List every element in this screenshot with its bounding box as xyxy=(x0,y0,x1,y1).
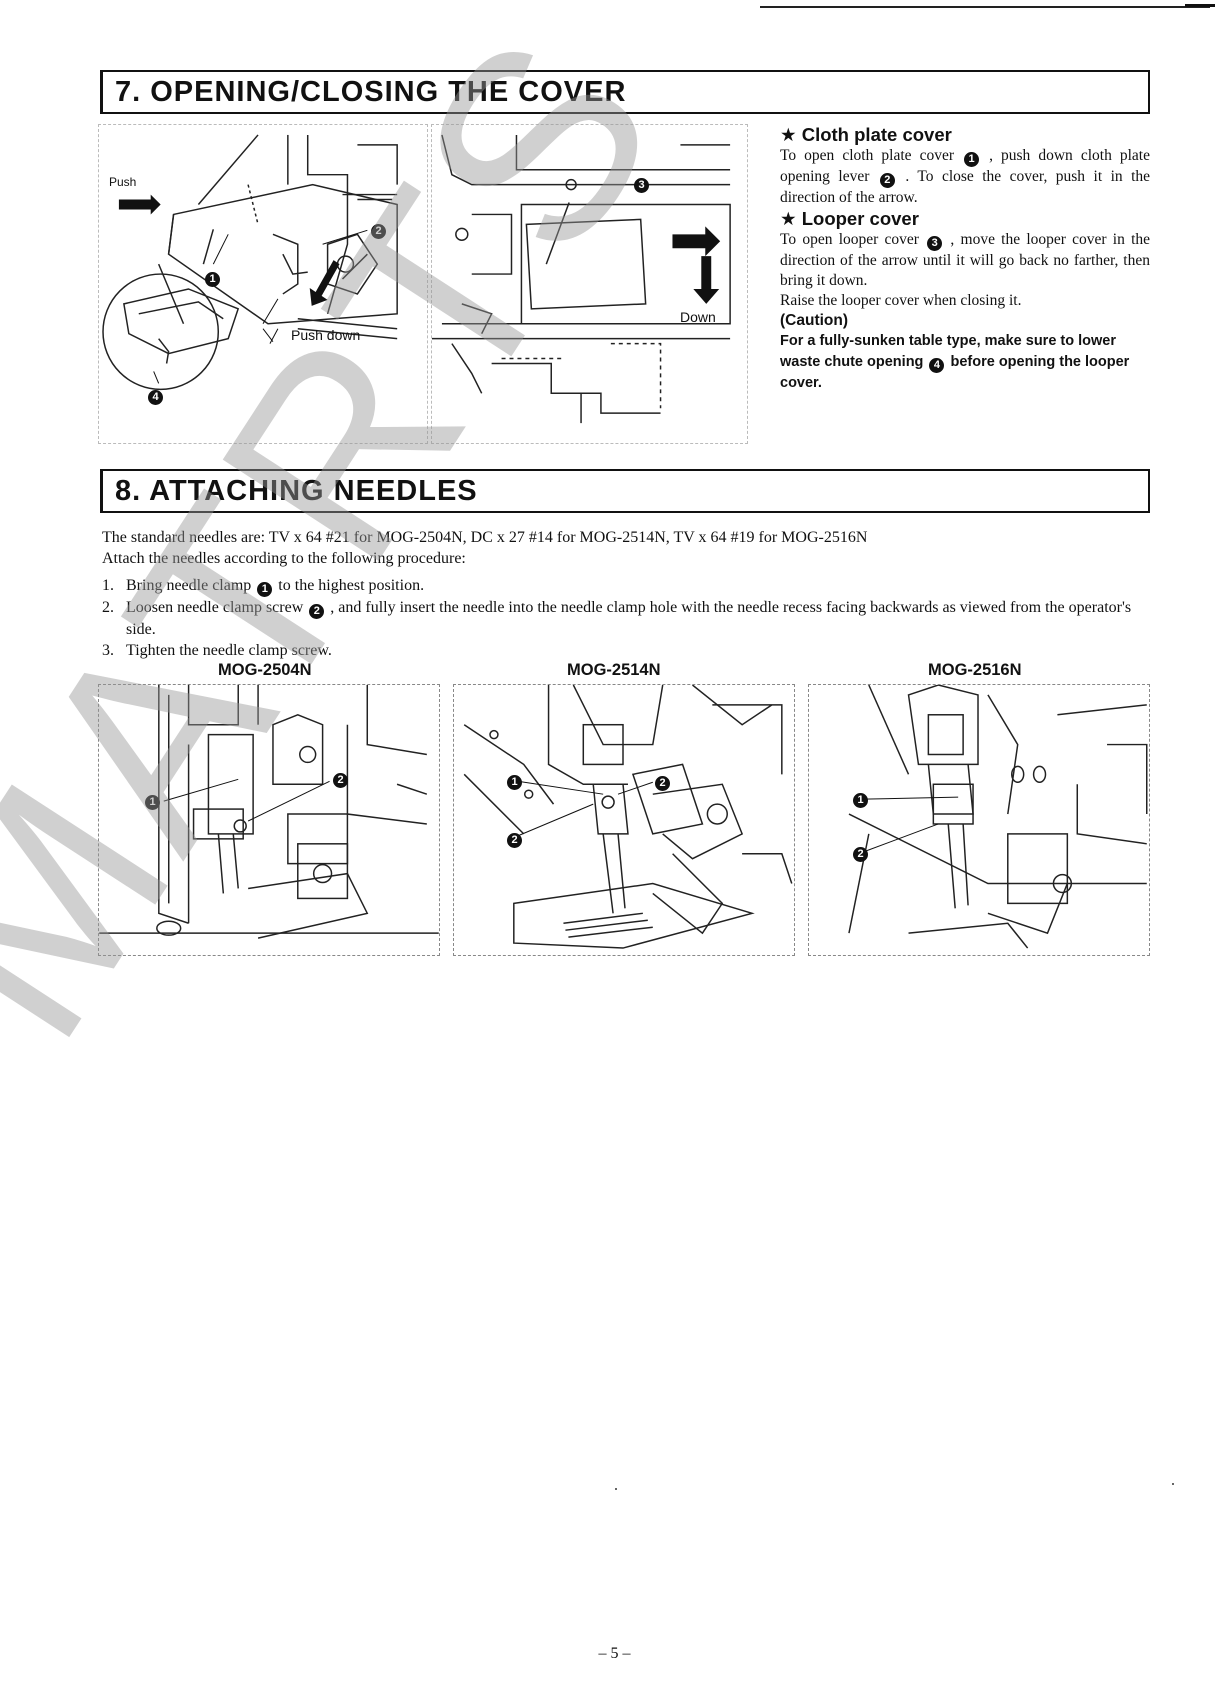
mog-2514n-figure: 1 2 2 xyxy=(453,684,795,956)
marker-2: 2 xyxy=(371,224,386,239)
mog-2504n-illustration xyxy=(99,685,439,939)
page-number: – 5 – xyxy=(598,1645,631,1662)
top-rule-mark xyxy=(1185,4,1215,7)
step-3: 3. Tighten the needle clamp screw. xyxy=(102,640,1152,661)
step-text: to the highest position. xyxy=(278,577,425,594)
marker-2: 2 xyxy=(507,833,522,848)
looper-text-1: To open looper cover xyxy=(780,231,919,248)
step-1: 1. Bring needle clamp 1 to the highest p… xyxy=(102,575,1152,597)
section-8-body: The standard needles are: TV x 64 #21 fo… xyxy=(102,527,1152,661)
mog-2514n-illustration xyxy=(463,685,793,949)
step-number: 2. xyxy=(102,599,114,616)
section-8-title: 8. ATTACHING NEEDLES xyxy=(115,475,478,507)
cloth-plate-text-2: , push down cloth plate opening lever xyxy=(780,147,1150,185)
push-label: Push xyxy=(109,175,137,189)
step-2: 2. Loosen needle clamp screw 2 , and ful… xyxy=(102,597,1152,640)
push-arrow-icon xyxy=(118,194,161,215)
scan-speck xyxy=(615,1488,617,1490)
model-label-2514n: MOG-2514N xyxy=(567,661,661,679)
marker-1: 1 xyxy=(853,793,868,808)
standard-needles-text: The standard needles are: TV x 64 #21 fo… xyxy=(102,529,868,546)
marker-2: 2 xyxy=(333,773,348,788)
push-down-label: Push down xyxy=(291,327,361,343)
push-down-arrow-icon xyxy=(309,260,340,306)
looper-text: To open looper cover 3 , move the looper… xyxy=(780,230,1150,291)
down-arrow-icon xyxy=(693,256,720,304)
section-8-header: 8. ATTACHING NEEDLES xyxy=(100,469,1150,513)
looper-close-text: Raise the looper cover when closing it. xyxy=(780,292,1022,309)
marker-2: 2 xyxy=(853,847,868,862)
looper-heading: ★ Looper cover xyxy=(780,208,919,229)
section-7-instructions: ★ Cloth plate cover To open cloth plate … xyxy=(780,124,1150,394)
caution-label: (Caution) xyxy=(780,312,849,329)
looper-cover-figure: Down 3 xyxy=(431,124,748,444)
caution-text: For a fully-sunken table type, make sure… xyxy=(780,331,1150,394)
down-label: Down xyxy=(680,309,716,325)
step-text: Bring needle clamp xyxy=(126,577,252,594)
mog-2516n-figure: 1 2 xyxy=(808,684,1150,956)
cloth-plate-text-3: . To close the cover, push it in the dir… xyxy=(780,168,1151,206)
marker-4: 4 xyxy=(929,358,945,373)
marker-3: 3 xyxy=(634,178,649,193)
cloth-plate-heading: ★ Cloth plate cover xyxy=(780,124,952,145)
step-text: Loosen needle clamp screw xyxy=(126,599,304,616)
marker-2: 2 xyxy=(655,776,670,791)
looper-text-2: , move the looper cover in the direction… xyxy=(780,231,1151,289)
top-rule xyxy=(760,6,1210,8)
section-7-header: 7. OPENING/CLOSING THE COVER xyxy=(100,70,1150,114)
step-number: 1. xyxy=(102,577,114,594)
step-text: Tighten the needle clamp screw. xyxy=(126,642,332,659)
section-7-title: 7. OPENING/CLOSING THE COVER xyxy=(115,76,627,108)
marker-4: 4 xyxy=(148,390,163,405)
marker-1: 1 xyxy=(507,775,522,790)
procedure-intro: Attach the needles according to the foll… xyxy=(102,550,466,567)
marker-1: 1 xyxy=(205,272,220,287)
cloth-plate-figure: Push Push down 1 2 4 xyxy=(98,124,428,444)
mog-2516n-illustration xyxy=(848,685,1148,949)
cloth-plate-text: To open cloth plate cover 1 , push down … xyxy=(780,146,1150,208)
marker-1: 1 xyxy=(257,582,273,597)
cloth-plate-illustration xyxy=(102,134,398,391)
caution-text-2: before opening the looper cover. xyxy=(780,354,1130,391)
marker-2: 2 xyxy=(309,604,325,619)
looper-cover-illustration xyxy=(432,134,731,424)
caution-text-1: For a fully-sunken table type, make sure… xyxy=(780,333,1117,370)
marker-1: 1 xyxy=(145,795,160,810)
model-label-2504n: MOG-2504N xyxy=(218,661,312,679)
marker-1: 1 xyxy=(964,152,980,167)
mog-2504n-figure: 1 2 xyxy=(98,684,440,956)
cloth-plate-text-1: To open cloth plate cover xyxy=(780,147,954,164)
marker-3: 3 xyxy=(927,236,943,251)
procedure-steps: 1. Bring needle clamp 1 to the highest p… xyxy=(102,575,1152,661)
scan-speck xyxy=(1172,1483,1174,1485)
marker-2: 2 xyxy=(879,173,895,188)
model-label-2516n: MOG-2516N xyxy=(928,661,1022,679)
step-text: , and fully insert the needle into the n… xyxy=(126,599,1132,638)
step-number: 3. xyxy=(102,642,114,659)
right-arrow-icon xyxy=(672,226,721,257)
